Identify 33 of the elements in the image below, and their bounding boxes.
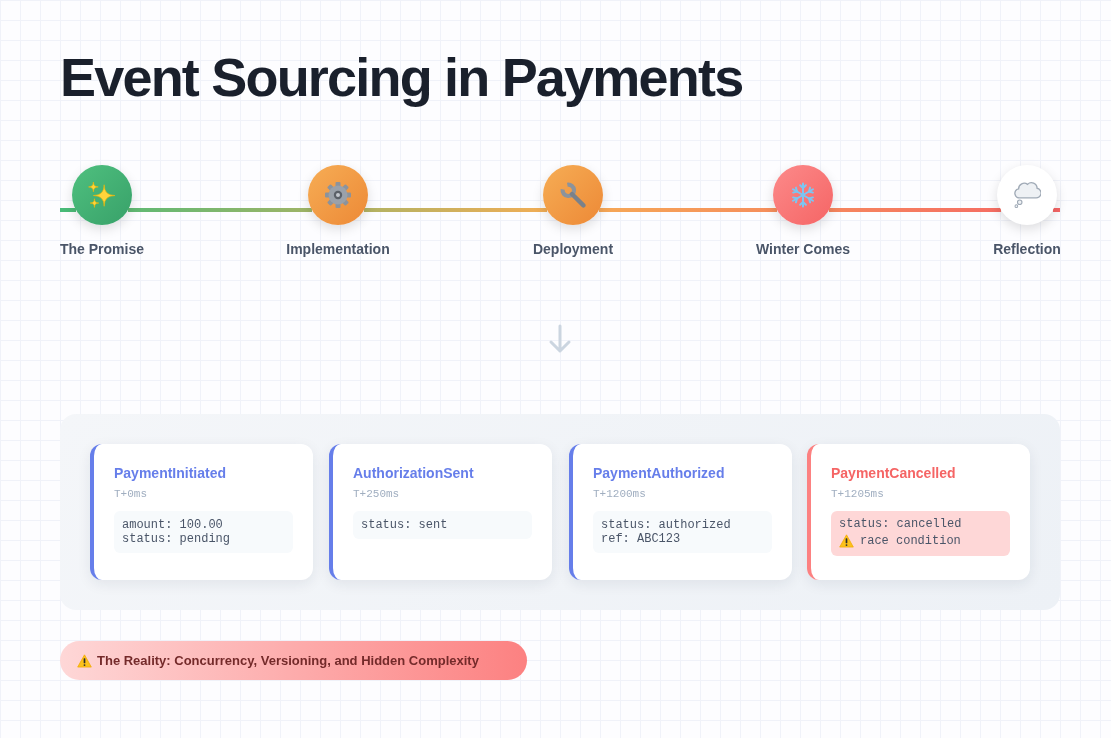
event-name: PaymentCancelled bbox=[831, 464, 956, 482]
timeline-line bbox=[829, 208, 1001, 212]
payload-line: ref: ABC123 bbox=[601, 532, 682, 546]
event-card bbox=[807, 444, 1030, 580]
milestone-label: Reflection bbox=[993, 240, 1061, 258]
milestone-label: Deployment bbox=[532, 240, 614, 258]
event-card bbox=[90, 444, 313, 580]
payload-line: amount: 100.00 bbox=[122, 518, 224, 532]
warning-banner bbox=[60, 641, 527, 680]
milestone-label: Winter Comes bbox=[756, 240, 850, 258]
timeline-line bbox=[599, 208, 777, 212]
timeline-line bbox=[364, 208, 547, 212]
page-title: Event Sourcing in Payments bbox=[60, 46, 743, 108]
timestamp: T+1200ms bbox=[593, 487, 646, 501]
payload-box bbox=[831, 511, 1010, 556]
event-name: PaymentAuthorized bbox=[593, 464, 725, 482]
milestone-label: Implementation bbox=[286, 240, 390, 258]
timestamp: T+1205ms bbox=[831, 487, 884, 501]
payload-line: status: cancelled bbox=[839, 517, 963, 531]
timeline-line bbox=[128, 208, 312, 212]
event-name: AuthorizationSent bbox=[353, 464, 474, 482]
payload-line: status: sent bbox=[361, 518, 449, 532]
payload-line: race condition bbox=[860, 533, 961, 548]
banner-text: The Reality: Concurrency, Versioning, and Hidden Complexity bbox=[97, 653, 479, 668]
milestone-label: The Promise bbox=[60, 240, 144, 258]
event-name: PaymentInitiated bbox=[114, 464, 227, 482]
timestamp: T+0ms bbox=[114, 487, 147, 501]
payload-line: status: authorized bbox=[601, 518, 732, 532]
timestamp: T+250ms bbox=[353, 487, 400, 501]
event-log-panel bbox=[60, 414, 1060, 610]
event-card bbox=[329, 444, 552, 580]
event-card bbox=[569, 444, 792, 580]
payload-line: status: pending bbox=[122, 532, 232, 546]
